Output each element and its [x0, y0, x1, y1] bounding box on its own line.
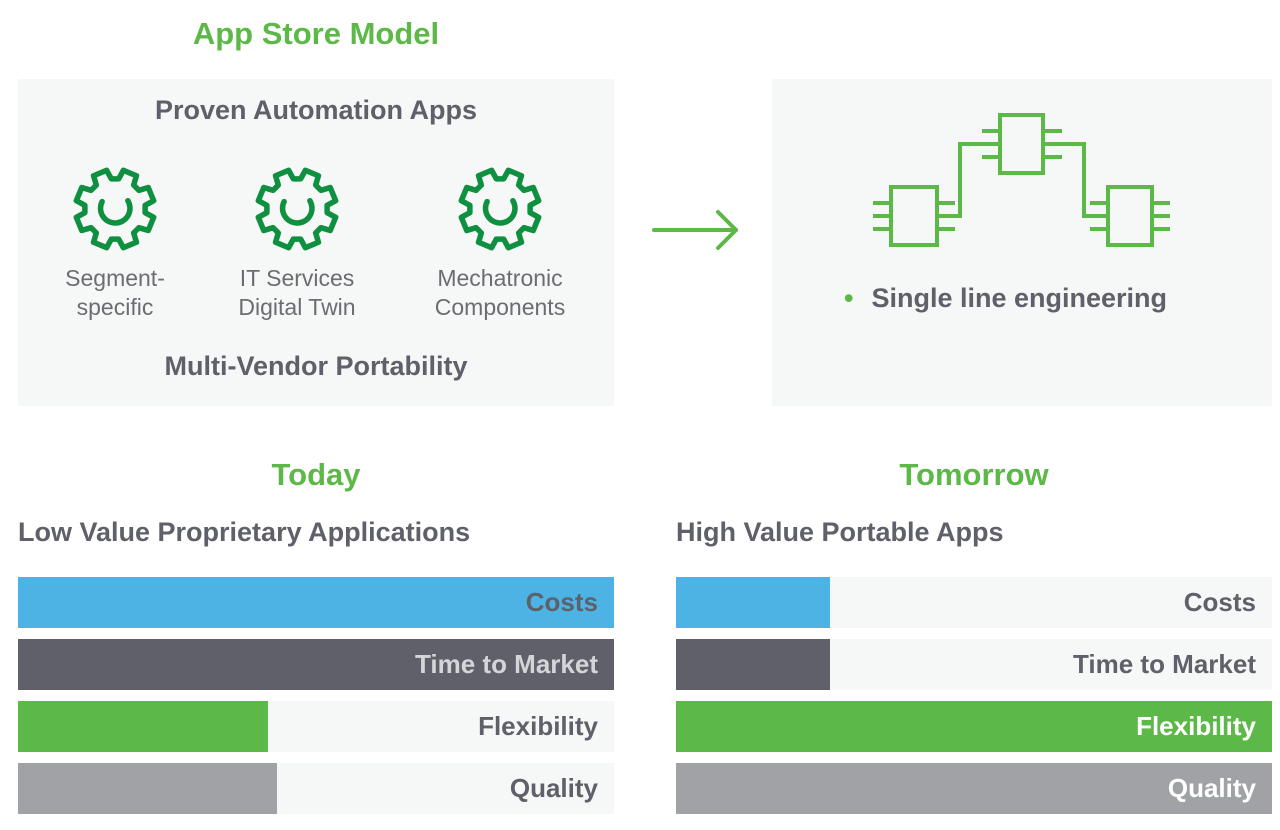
connected-modules-icon: [873, 113, 1170, 247]
bar-fill: [676, 701, 1272, 752]
bar-label: Time to Market: [414, 649, 598, 679]
app-item-label: IT Services Digital Twin: [238, 265, 356, 320]
bar-fill: [18, 701, 269, 752]
gear-icon: [458, 167, 542, 251]
bar-label: Flexibility: [478, 711, 598, 741]
bar-track: Costs: [18, 577, 614, 628]
gear-icon: [255, 167, 339, 251]
bar-fill: [676, 763, 1272, 814]
bar-label: Quality: [509, 773, 598, 803]
bar-label: Quality: [1167, 773, 1256, 803]
bar-track: Costs: [676, 577, 1272, 628]
bar-fill: [676, 639, 830, 690]
bar-track: Flexibility: [18, 701, 614, 752]
bar-track: Time to Market: [18, 639, 614, 690]
apps-panel: Proven Automation Apps Segment- specific…: [18, 79, 614, 406]
bar-track: Quality: [676, 763, 1272, 814]
engineering-bullet-item: • Single line engineering: [844, 283, 1264, 314]
bar-track: Quality: [18, 763, 614, 814]
page-title: App Store Model: [192, 16, 440, 51]
engineering-panel: • Single line engineering: [772, 79, 1272, 406]
bar-fill: [18, 577, 614, 628]
gear-icon: [73, 167, 157, 251]
today-subtitle: Low Value Proprietary Applications: [18, 517, 471, 547]
apps-panel-heading: Proven Automation Apps: [154, 95, 477, 125]
bar-fill: [18, 763, 278, 814]
engineering-text: Single line engineering: [871, 283, 1168, 313]
app-item-label: Mechatronic Components: [434, 265, 566, 320]
bar-track: Time to Market: [676, 639, 1272, 690]
today-title: Today: [271, 457, 361, 492]
bar-label: Flexibility: [1136, 711, 1256, 741]
tomorrow-subtitle: High Value Portable Apps: [676, 517, 1004, 547]
bar-fill: [18, 639, 614, 690]
bar-label: Time to Market: [1072, 649, 1256, 679]
bar-label: Costs: [525, 587, 598, 617]
bar-track: Flexibility: [676, 701, 1272, 752]
tomorrow-title: Tomorrow: [899, 457, 1049, 492]
app-item-label: Segment- specific: [65, 265, 165, 320]
bullet-icon: •: [844, 283, 854, 313]
bar-label: Costs: [1183, 587, 1256, 617]
apps-panel-footer: Multi-Vendor Portability: [164, 351, 468, 381]
bar-fill: [676, 577, 830, 628]
arrow-right-icon: [652, 210, 738, 250]
